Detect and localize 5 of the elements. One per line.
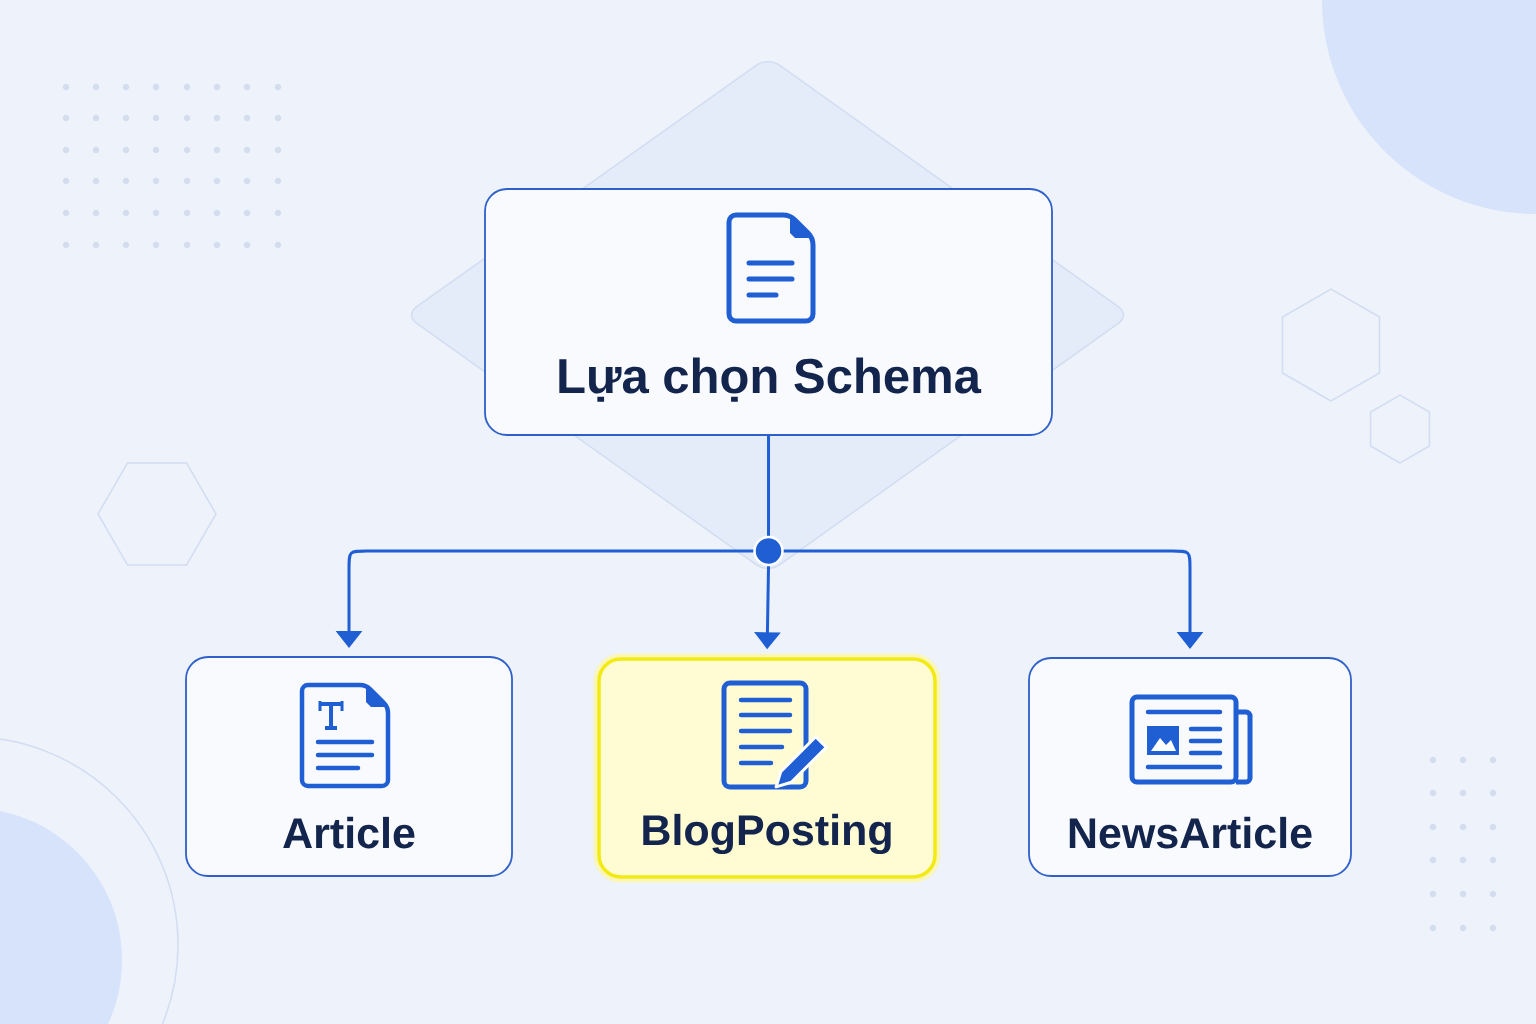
- split-connector: [365, 434, 1174, 568]
- process-box: Lựa chọn Schema: [484, 188, 1053, 436]
- process-box: Article: [185, 656, 513, 877]
- process-box: NewsArticle: [1028, 657, 1352, 877]
- highlighted-box: BlogPosting: [593, 653, 941, 883]
